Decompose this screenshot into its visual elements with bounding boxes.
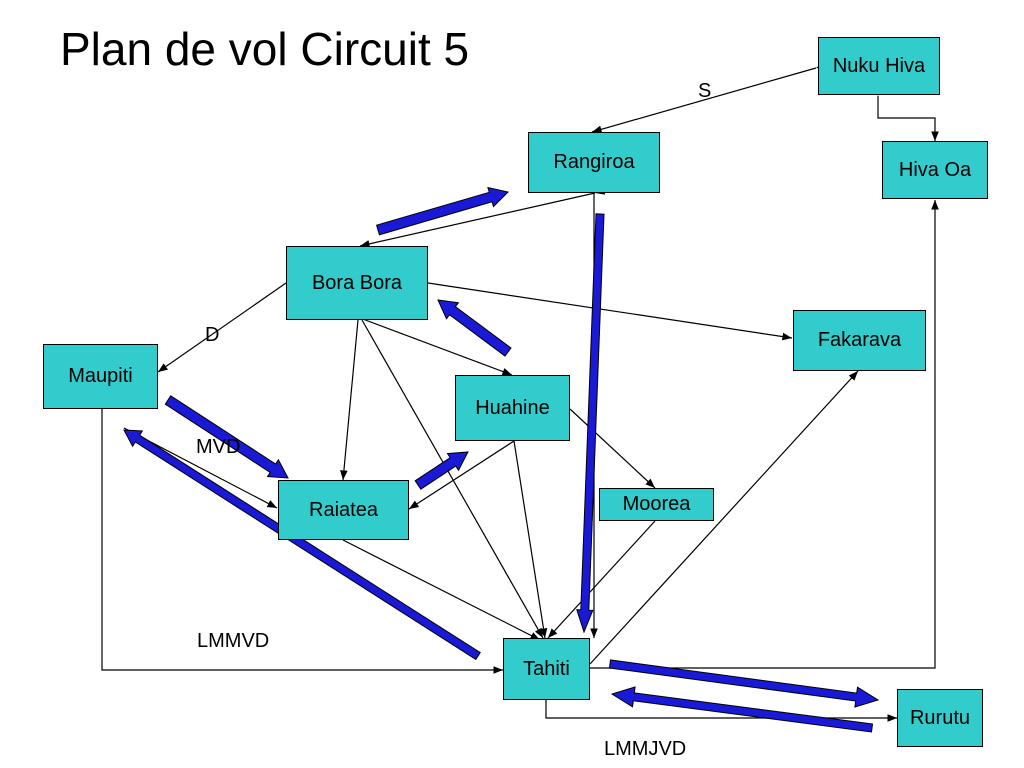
edge-huahine-moorea: [560, 399, 656, 489]
node-raiatea: Raiatea: [278, 480, 409, 540]
node-hiva-oa: Hiva Oa: [882, 141, 988, 199]
node-fakarava: Fakarava: [793, 310, 926, 371]
node-rurutu: Rurutu: [897, 689, 983, 747]
flight-arrow-raiatea-huahine: [414, 451, 469, 490]
edge-rangiroa-borabora: [359, 187, 606, 248]
edge-nukuhiva-rangiroa: [591, 61, 827, 134]
node-tahiti: Tahiti: [503, 638, 590, 700]
node-bora-bora: Bora Bora: [286, 246, 428, 320]
edge-huahine-tahiti: [508, 430, 548, 639]
node-rangiroa: Rangiroa: [528, 132, 660, 193]
flight-arrow-to-rangiroa: [375, 186, 509, 236]
node-maupiti: Maupiti: [43, 344, 158, 409]
node-huahine: Huahine: [455, 375, 570, 441]
flight-arrow-to-borabora: [437, 299, 512, 357]
flight-arrow-tahiti-rurutu: [608, 659, 880, 708]
page-title: Plan de vol Circuit 5: [60, 23, 470, 75]
flight-arrow-rurutu-tahiti: [610, 686, 874, 733]
edge-maupiti-tahiti: [98, 398, 503, 674]
edge-tahiti-hivaoa: [580, 200, 939, 672]
flight-arrow-maupiti-raiatea: [164, 395, 289, 479]
flight-arrow-tahiti-maupiti: [123, 429, 481, 661]
edge-label-d: D: [205, 324, 220, 346]
edge-label-lmmjvd: LMMJVD: [604, 738, 687, 760]
flight-arrow-rangiroa-tahiti: [576, 213, 605, 634]
edge-borabora-tahiti: [353, 309, 544, 639]
edge-borabora-raiatea: [340, 310, 363, 481]
edge-borabora-huahine: [349, 311, 513, 376]
edge-label-s: S: [698, 80, 712, 102]
node-nuku-hiva: Nuku Hiva: [818, 37, 940, 95]
edge-moorea-tahiti: [547, 511, 665, 639]
node-moorea: Moorea: [599, 488, 714, 521]
edge-huahine-raiatea: [408, 432, 525, 510]
edge-label-mvd: MVD: [196, 436, 241, 458]
edge-borabora-maupiti: [157, 274, 297, 373]
edge-label-lmmvd: LMMVD: [197, 630, 270, 652]
edge-nukuhiva-hivaoa: [874, 86, 939, 141]
edge-raiatea-tahiti: [332, 532, 541, 641]
